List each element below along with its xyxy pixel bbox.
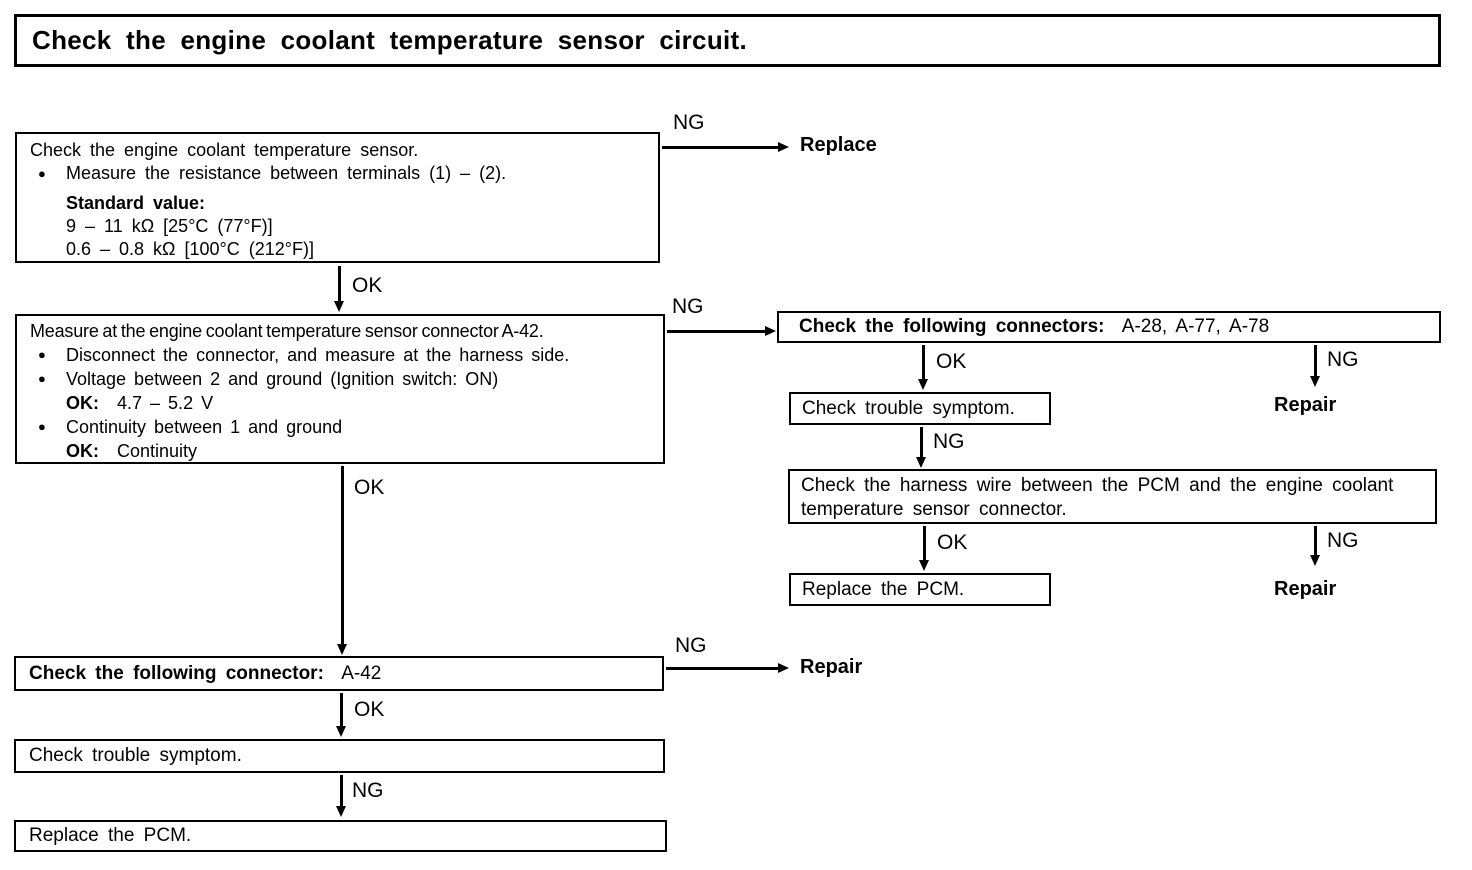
ok-spec-line: OK: Continuity [66,439,663,463]
step-line: Check the engine coolant temperature sen… [30,140,419,160]
connector-ids: A-28, A-77, A-78 [1121,316,1270,337]
step-label: Check the following connectors: [799,316,1105,337]
edge-label-ng: NG [672,295,704,318]
bullet-icon: ● [38,166,46,181]
step-line: Check trouble symptom. [29,745,242,766]
step-line: Check the harness wire between the PCM a… [801,475,1394,496]
ng-arrow-right-icon [666,663,789,673]
step-line: Measure at the engine coolant temperatur… [30,321,544,341]
standard-value-label: Standard value: [66,193,206,213]
step-line: Voltage between 2 and ground (Ignition s… [66,369,499,389]
step-box-check-trouble-symptom-left: Check trouble symptom. [14,739,665,773]
connector-ids: A-42 [341,663,382,684]
flowchart-title-box: Check the engine coolant temperature sen… [14,14,1441,67]
ok-arrow-down-icon [336,693,346,737]
ok-spec-value: Continuity [117,441,198,461]
step-bullet-line: ● Continuity between 1 and ground [30,415,663,439]
standard-value-1: 9 – 11 kΩ [25°C (77°F)] [66,216,273,236]
step-box-replace-pcm-right: Replace the PCM. [789,573,1051,606]
bullet-icon: ● [38,347,46,362]
step-line: Measure the resistance between terminals… [66,163,507,183]
edge-label-ng: NG [933,430,965,453]
ok-arrow-down-icon [337,466,347,655]
ng-arrow-right-icon [667,326,776,336]
edge-label-ng: NG [1327,348,1359,371]
step-line: Continuity between 1 and ground [66,417,343,437]
step-line: temperature sensor connector. [801,499,1067,520]
page-title: Check the engine coolant temperature sen… [32,25,748,55]
ok-spec-label: OK: [66,441,99,461]
step-box-check-trouble-symptom-right: Check trouble symptom. [789,392,1051,425]
step-bullet-line: ● Disconnect the connector, and measure … [30,343,663,367]
step-bullet-line: ● Voltage between 2 and ground (Ignition… [30,367,663,391]
terminal-replace: Replace [800,134,877,156]
edge-label-ok: OK [937,531,968,554]
ok-arrow-down-icon [918,345,928,390]
edge-label-ng: NG [1327,529,1359,552]
step-line: Replace the PCM. [29,825,192,846]
ok-arrow-down-icon [334,266,344,312]
ng-arrow-down-icon [1310,345,1320,387]
ng-arrow-down-icon [336,775,346,817]
step-line: Replace the PCM. [802,579,965,600]
edge-label-ok: OK [354,698,385,721]
edge-label-ng: NG [675,634,707,657]
ok-arrow-down-icon [919,526,929,571]
step-line: Check trouble symptom. [802,398,1015,419]
step-box-sensor-check: Check the engine coolant temperature sen… [15,132,660,263]
edge-label-ng: NG [352,779,384,802]
step-box-check-connector-a42: Check the following connector: A-42 [14,656,664,691]
bullet-icon: ● [38,419,46,434]
ok-spec-line: OK: 4.7 – 5.2 V [66,391,663,415]
ng-arrow-down-icon [916,427,926,468]
bullet-icon: ● [38,371,46,386]
step-box-check-connectors: Check the following connectors: A-28, A-… [777,311,1441,343]
standard-value-2: 0.6 – 0.8 kΩ [100°C (212°F)] [66,239,314,259]
step-label: Check the following connector: [29,663,324,684]
ng-arrow-down-icon [1310,526,1320,566]
step-bullet-line: ● Measure the resistance between termina… [30,162,658,185]
step-box-harness-wire: Check the harness wire between the PCM a… [788,469,1437,524]
edge-label-ok: OK [354,476,385,499]
terminal-repair: Repair [1274,578,1337,600]
edge-label-ng: NG [673,111,705,134]
ng-arrow-right-icon [662,142,789,152]
ok-spec-value: 4.7 – 5.2 V [117,393,214,413]
ok-spec-label: OK: [66,393,99,413]
edge-label-ok: OK [352,274,383,297]
step-line: Disconnect the connector, and measure at… [66,345,570,365]
edge-label-ok: OK [936,350,967,373]
terminal-repair: Repair [1274,394,1337,416]
step-box-replace-pcm-left: Replace the PCM. [14,820,667,852]
step-box-connector-a42-measure: Measure at the engine coolant temperatur… [15,314,665,464]
terminal-repair: Repair [800,656,863,678]
